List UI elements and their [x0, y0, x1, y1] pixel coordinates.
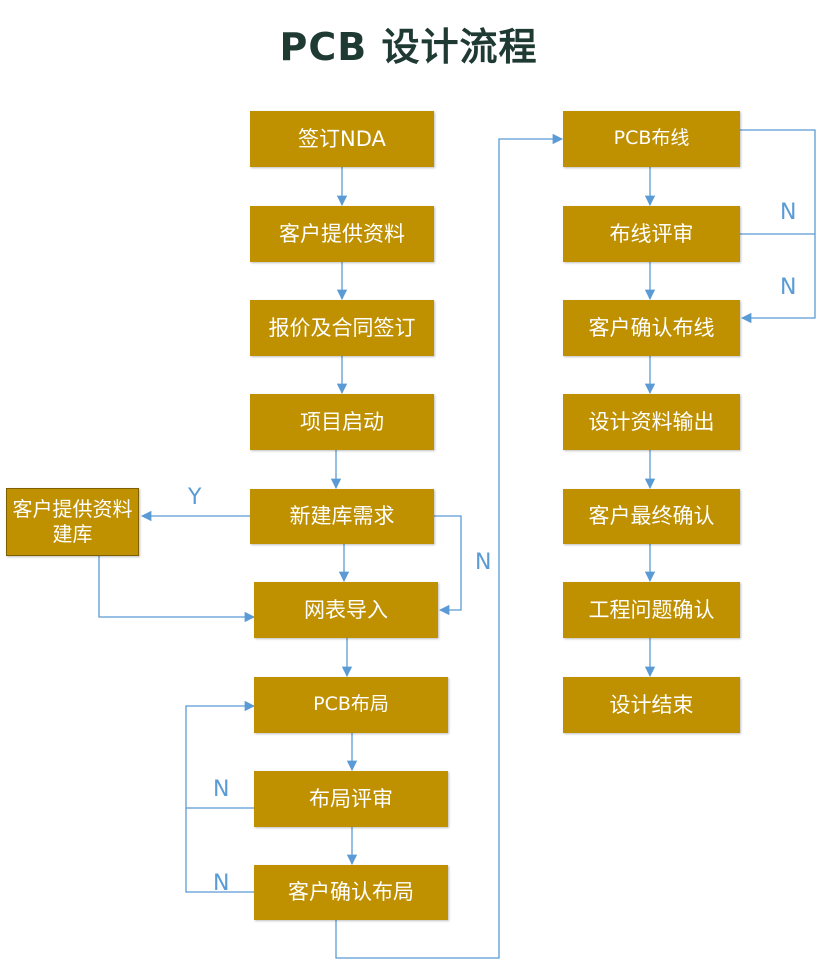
label-no-placement-review: N	[213, 777, 230, 802]
step-routing-review: 布线评审	[563, 206, 740, 262]
line-routing-outer-loop	[740, 129, 816, 324]
step-new-library-request: 新建库需求	[250, 489, 434, 544]
step-engineering-issue-confirm: 工程问题确认	[563, 582, 740, 638]
step-sign-nda: 签订NDA	[250, 111, 434, 167]
label-no-new-library: N	[475, 550, 492, 575]
label-no-placement-confirm: N	[213, 871, 230, 896]
step-quote-contract: 报价及合同签订	[250, 300, 434, 356]
step-customer-confirm-routing: 客户确认布线	[563, 300, 740, 356]
page-title: PCB 设计流程	[279, 25, 538, 69]
step-project-start: 项目启动	[250, 394, 434, 450]
step-customer-docs: 客户提供资料	[250, 206, 434, 262]
step-placement-review: 布局评审	[254, 771, 448, 827]
step-design-output: 设计资料输出	[563, 394, 740, 450]
step-customer-confirm-placement: 客户确认布局	[254, 865, 448, 920]
arrow-placement-review-no	[185, 700, 256, 809]
step-design-end: 设计结束	[563, 677, 740, 733]
line-placement-confirm-no	[185, 808, 254, 893]
arrow-newlib-no-to-netlist	[434, 515, 462, 616]
step-netlist-import: 网表导入	[254, 582, 438, 638]
label-no-routing-confirm: N	[780, 275, 797, 300]
arrow-confirm-placement-to-routing	[335, 133, 564, 959]
step-customer-library: 客户提供资料建库	[6, 488, 139, 556]
label-yes-new-library: Y	[188, 485, 202, 510]
label-no-routing-review: N	[780, 200, 797, 225]
step-customer-final-confirm: 客户最终确认	[563, 489, 740, 544]
arrow-customerlib-to-netlist	[98, 556, 256, 623]
step-pcb-routing: PCB布线	[563, 111, 740, 167]
step-pcb-placement: PCB布局	[254, 677, 448, 733]
